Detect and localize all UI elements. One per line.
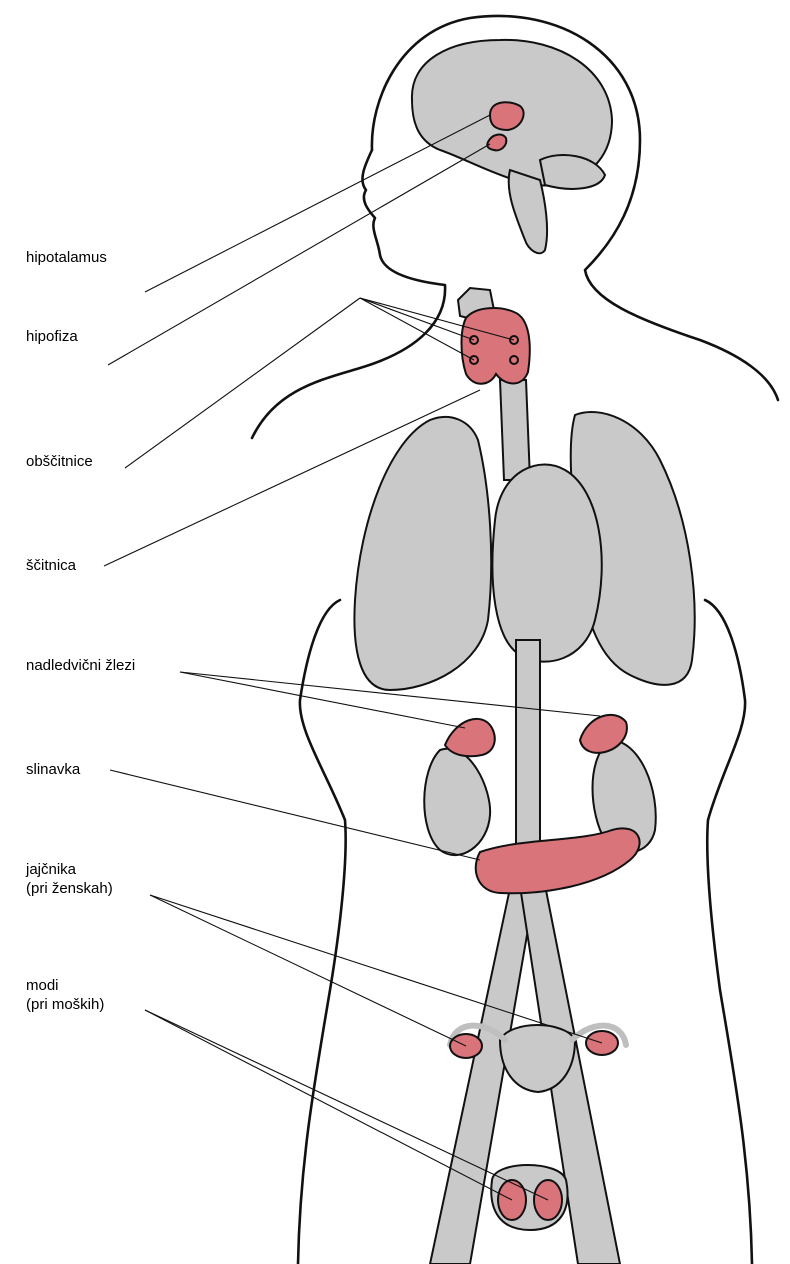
leader-line-parathyroid xyxy=(360,298,474,340)
label-adrenal-text: nadledvični žlezi xyxy=(26,656,135,675)
adrenal-gland xyxy=(445,719,495,756)
leader-line-parathyroid xyxy=(125,298,360,468)
pancreas-gland xyxy=(476,828,640,893)
label-thyroid: ščitnica xyxy=(26,556,76,575)
label-testes-line2: (pri moških) xyxy=(26,995,104,1014)
label-pituitary-text: hipofiza xyxy=(26,327,78,346)
label-testes-line1: modi xyxy=(26,976,104,995)
leader-line-parathyroid xyxy=(360,298,474,360)
leader-line-ovaries xyxy=(150,895,466,1046)
brain xyxy=(412,40,612,253)
label-ovaries-line1: jajčnika xyxy=(26,860,113,879)
label-pituitary: hipofiza xyxy=(26,327,78,346)
thyroid-gland xyxy=(462,308,530,384)
parathyroid-gland xyxy=(510,356,518,364)
label-pancreas: slinavka xyxy=(26,760,80,779)
leader-line-hypothalamus xyxy=(145,115,490,292)
label-ovaries-line2: (pri ženskah) xyxy=(26,879,113,898)
left-lung xyxy=(354,417,491,690)
hypothalamus-gland xyxy=(490,102,524,130)
label-parathyroid-text: obščitnice xyxy=(26,452,93,471)
label-hypothalamus-text: hipotalamus xyxy=(26,248,107,267)
label-thyroid-text: ščitnica xyxy=(26,556,76,575)
label-hypothalamus: hipotalamus xyxy=(26,248,107,267)
label-pancreas-text: slinavka xyxy=(26,760,80,779)
left-kidney xyxy=(424,749,490,855)
label-adrenal: nadledvični žlezi xyxy=(26,656,135,675)
label-parathyroid: obščitnice xyxy=(26,452,93,471)
heart xyxy=(492,464,601,661)
leader-line-pituitary xyxy=(108,144,490,365)
label-testes: modi (pri moških) xyxy=(26,976,104,1014)
label-ovaries: jajčnika (pri ženskah) xyxy=(26,860,113,898)
